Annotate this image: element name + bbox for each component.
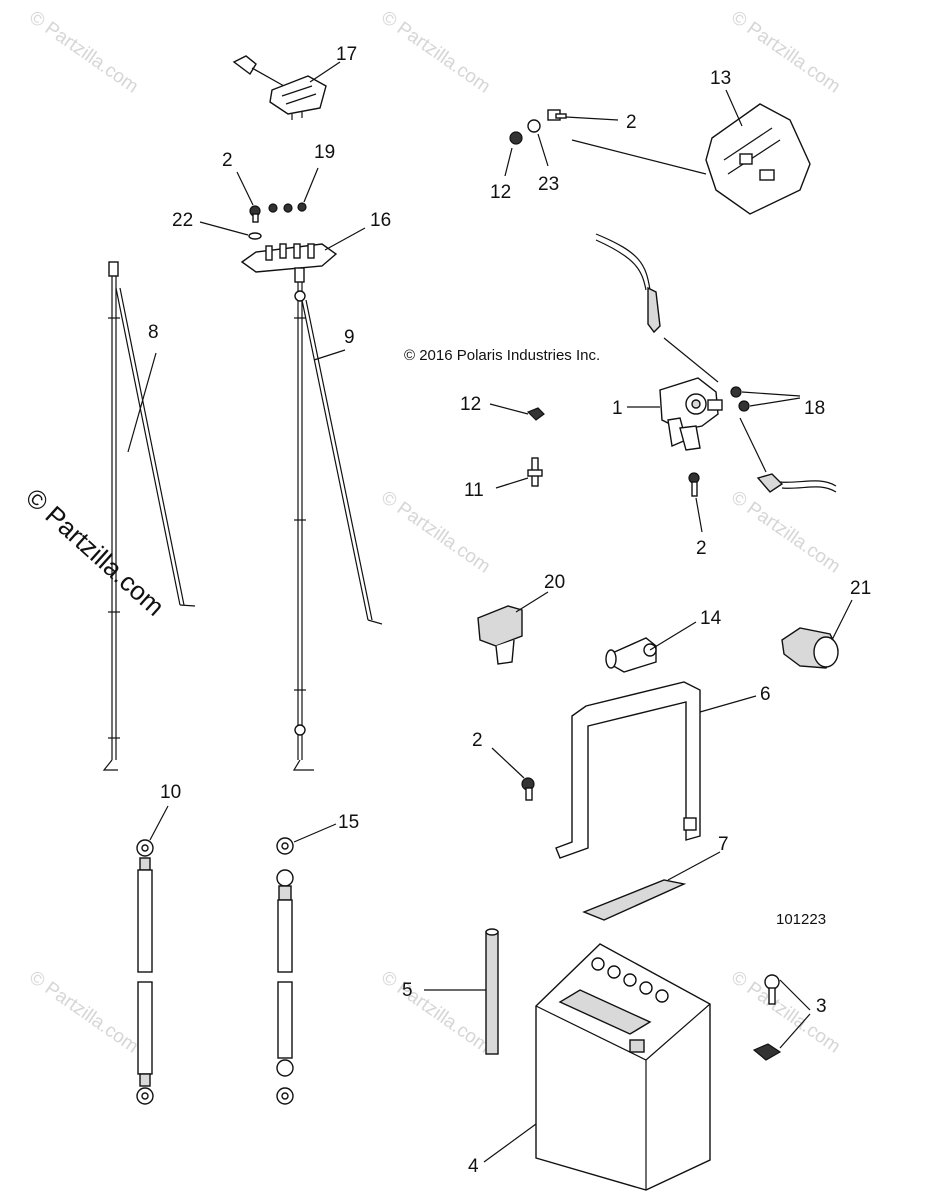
part-10-cable [136, 805, 169, 1105]
callout-11: 11 [464, 480, 484, 501]
part-4-battery [483, 943, 711, 1191]
part-5-tube [424, 928, 499, 1055]
part-14-cap [605, 621, 697, 673]
part-11-12-stud-nut [489, 403, 545, 489]
callout-2: 2 [472, 730, 483, 751]
watermark: © Partzilla.com [377, 967, 494, 1058]
callout-19: 19 [314, 142, 335, 163]
callout-8: 8 [148, 322, 159, 343]
part-18-nuts [730, 386, 801, 412]
callout-3: 3 [816, 996, 827, 1017]
part-2-bolt-bracket [491, 747, 535, 801]
callout-5: 5 [402, 980, 413, 1001]
callout-6: 6 [760, 684, 771, 705]
callout-12: 12 [460, 394, 481, 415]
part-wire-lead [595, 233, 719, 383]
part-6-bracket [555, 681, 757, 859]
callout-labels: 17 2 19 22 16 13 2 12 23 8 9 © 2016 Pola… [148, 44, 871, 1177]
part-7-pad [582, 851, 721, 921]
callout-10: 10 [160, 782, 181, 803]
side-watermark: © Partzilla.com [20, 482, 170, 622]
part-3-screw-nut [752, 974, 811, 1061]
part-16-fuse-block [240, 227, 366, 273]
callout-2: 2 [222, 150, 233, 171]
watermark: © Partzilla.com [377, 7, 494, 98]
part-1-solenoid [627, 377, 723, 451]
watermark: © Partzilla.com [25, 7, 142, 98]
part-17-cover [232, 55, 341, 120]
part-wire-lower [739, 417, 837, 493]
watermark: © Partzilla.com [25, 967, 142, 1058]
part-2-bolt [688, 472, 703, 533]
callout-15: 15 [338, 812, 359, 833]
part-15-cable [276, 823, 337, 1105]
callout-17: 17 [336, 44, 357, 65]
callout-13: 13 [710, 68, 731, 89]
callout-2: 2 [696, 538, 707, 559]
callout-23: 23 [538, 174, 559, 195]
callout-20: 20 [544, 572, 565, 593]
callout-1: 1 [612, 398, 623, 419]
watermark: © Partzilla.com [727, 7, 844, 98]
part-9-cable [292, 267, 383, 771]
callout-16: 16 [370, 210, 391, 231]
part-13-module [571, 89, 811, 215]
callout-4: 4 [468, 1156, 479, 1177]
part-20-boot [477, 591, 549, 665]
callout-21: 21 [850, 578, 871, 599]
callout-2: 2 [626, 112, 637, 133]
callout-7: 7 [718, 834, 729, 855]
watermark: © Partzilla.com [727, 487, 844, 578]
callout-18: 18 [804, 398, 825, 419]
part-21-boot [781, 599, 853, 669]
callout-12: 12 [490, 182, 511, 203]
part-8-cable [102, 261, 196, 771]
drawing-number: 101223 [776, 911, 826, 928]
part-fasteners-upper-right [504, 109, 619, 177]
part-fasteners-upper-left [199, 167, 319, 240]
callout-22: 22 [172, 210, 193, 231]
copyright-notice: © 2016 Polaris Industries Inc. [404, 347, 600, 364]
callout-9: 9 [344, 327, 355, 348]
callout-14: 14 [700, 608, 722, 629]
